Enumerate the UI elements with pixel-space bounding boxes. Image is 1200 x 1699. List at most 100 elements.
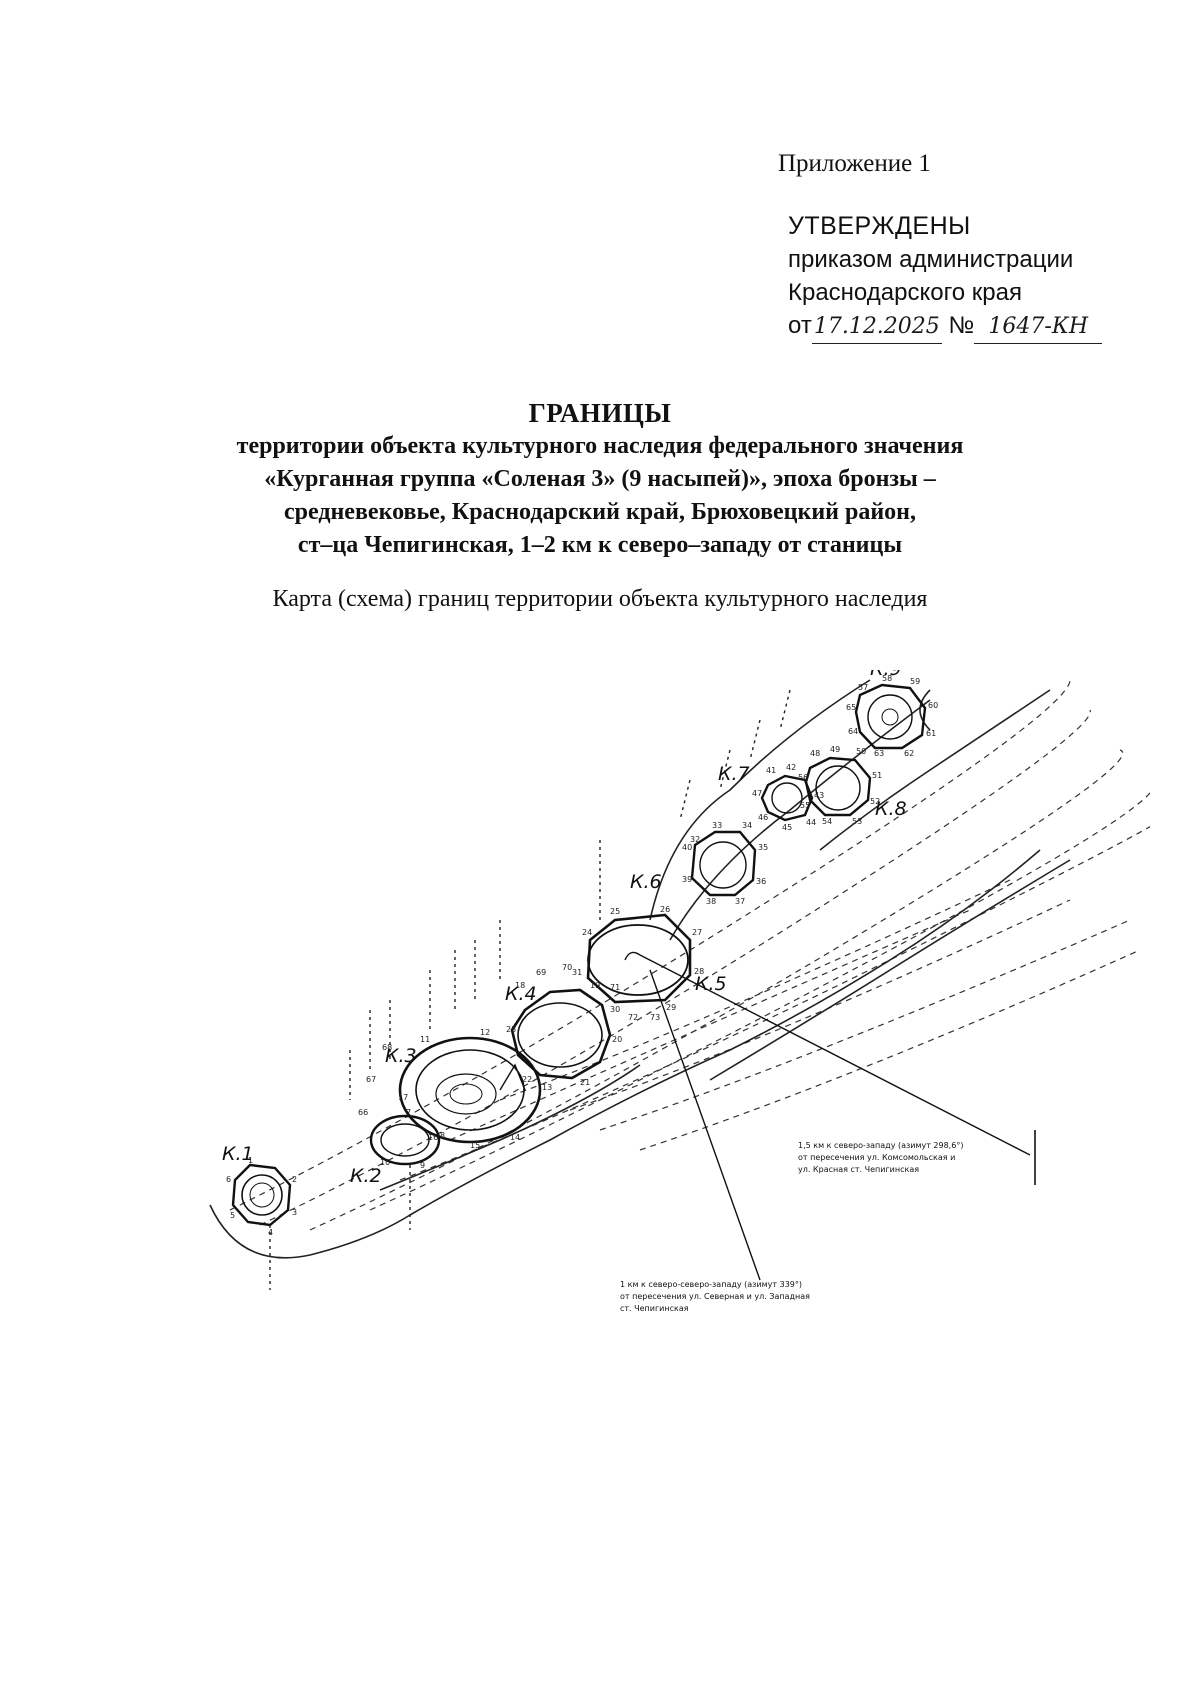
point-number: 38 [706, 897, 716, 906]
point-number: 26 [660, 905, 670, 914]
mound-k5 [586, 913, 692, 1004]
annotation-line: от пересечения ул. Комсомольская и [798, 1153, 955, 1162]
mound-label: К.1 [222, 1143, 254, 1165]
mound-label: К.8 [875, 798, 907, 820]
point-number: 2 [292, 1175, 297, 1184]
point-number: 34 [742, 821, 752, 830]
point-number: 25 [610, 907, 620, 916]
mound-label: К.6 [630, 871, 662, 893]
annotation-line: 1 км к северо-северо-западу (азимут 339°… [620, 1280, 802, 1289]
point-number: 4 [268, 1228, 273, 1237]
subtitle-line: ст–ца Чепигинская, 1–2 км к северо–запад… [297, 532, 903, 558]
mound-k8 [804, 756, 872, 817]
point-number: 57 [858, 683, 868, 692]
mound-label: К.3 [385, 1045, 417, 1067]
point-number: 28 [694, 967, 704, 976]
subtitle-line: «Курганная группа «Соленая 3» (9 насыпей… [264, 466, 936, 492]
annotation-line: ст. Чепигинская [620, 1304, 689, 1313]
point-number: 62 [904, 749, 914, 758]
point-number: 3 [292, 1208, 297, 1217]
date-prefix: от [788, 312, 812, 339]
point-number: 71 [610, 983, 620, 992]
point-number: 60 [928, 701, 938, 710]
annotation-line: 1,5 км к северо-западу (азимут 298,6°) [798, 1141, 963, 1150]
region-line: Краснодарского края [788, 279, 1022, 306]
point-number: 66 [358, 1108, 368, 1117]
point-number: 64 [848, 727, 858, 736]
point-number: 27 [692, 928, 702, 937]
point-number: 70 [562, 963, 572, 972]
annotation-distance-1: 1,5 км к северо-западу (азимут 298,6°) о… [798, 1141, 963, 1174]
subtitle-line: территории объекта культурного наследия … [236, 433, 964, 459]
mound-k1 [231, 1163, 292, 1227]
point-number: 12 [480, 1028, 490, 1037]
point-number: 68 [382, 1043, 392, 1052]
point-number: 13 [542, 1083, 552, 1092]
point-number: 33 [712, 821, 722, 830]
point-number: 20 [612, 1035, 622, 1044]
point-number: 67 [366, 1075, 376, 1084]
point-number: 65 [846, 703, 856, 712]
approval-block: УТВЕРЖДЕНЫ приказом администрации Красно… [788, 210, 1103, 344]
point-number: 56 [798, 773, 808, 782]
point-number: 50 [856, 747, 866, 756]
document-subtitle: территории объекта культурного наследия … [150, 430, 1050, 562]
point-number: 45 [782, 823, 792, 832]
point-number: 42 [786, 763, 796, 772]
point-number: 10 [380, 1158, 390, 1167]
point-number: 1 [248, 1156, 253, 1165]
annotation-distance-2: 1 км к северо-северо-западу (азимут 339°… [620, 1280, 810, 1313]
point-number: 52 [870, 797, 880, 806]
annotation-line: ул. Красная ст. Чепигинская [798, 1165, 919, 1174]
point-number: 35 [758, 843, 768, 852]
point-number: 39 [682, 875, 692, 884]
point-number: 73 [650, 1013, 660, 1022]
point-number: 24 [582, 928, 592, 937]
mound-label: К.2 [350, 1165, 382, 1187]
point-number: 51 [872, 771, 882, 780]
document-title: ГРАНИЦЫ [528, 398, 672, 428]
mound-k3 [398, 1036, 542, 1144]
survey-ticks [269, 689, 791, 1290]
point-number: 37 [735, 897, 745, 906]
point-number: 14 [510, 1133, 520, 1142]
point-number: 22 [522, 1075, 532, 1084]
point-number: 17 [398, 1093, 408, 1102]
mound-label: К.4 [505, 983, 537, 1005]
appendix-label: Приложение 1 [778, 150, 931, 177]
point-number: 72 [628, 1013, 638, 1022]
point-number: 36 [756, 877, 766, 886]
point-number: 8 [440, 1131, 445, 1140]
point-number: 31 [572, 968, 582, 977]
approved-heading: УТВЕРЖДЕНЫ [788, 212, 971, 240]
point-number: 19 [590, 981, 600, 990]
point-number: 46 [758, 813, 768, 822]
point-number: 47 [752, 789, 762, 798]
point-number: 6 [226, 1175, 231, 1184]
point-number: 43 [814, 791, 824, 800]
mound-label: К.5 [695, 973, 727, 995]
point-number: 5 [230, 1211, 235, 1220]
mound-k7 [760, 774, 814, 822]
point-number: 16 [428, 1133, 438, 1142]
point-number: 55 [800, 801, 810, 810]
point-number: 21 [580, 1078, 590, 1087]
map-caption: Карта (схема) границ территории объекта … [272, 586, 928, 612]
point-number: 69 [536, 968, 546, 977]
point-number: 63 [874, 749, 884, 758]
point-number: 54 [822, 817, 832, 826]
point-number: 18 [515, 981, 525, 990]
mound-label: К.9 [870, 670, 902, 680]
point-number: 48 [810, 749, 820, 758]
point-number: 7 [406, 1108, 411, 1117]
point-number: 23 [506, 1025, 516, 1034]
mound-k4 [510, 988, 612, 1080]
order-line: приказом администрации [788, 246, 1074, 273]
number-prefix: № [948, 312, 975, 339]
point-number: 61 [926, 729, 936, 738]
subtitle-line: средневековье, Краснодарский край, Брюхо… [284, 499, 916, 525]
point-number: 53 [852, 817, 862, 826]
point-number: 30 [610, 1005, 620, 1014]
point-number: 59 [910, 677, 920, 686]
